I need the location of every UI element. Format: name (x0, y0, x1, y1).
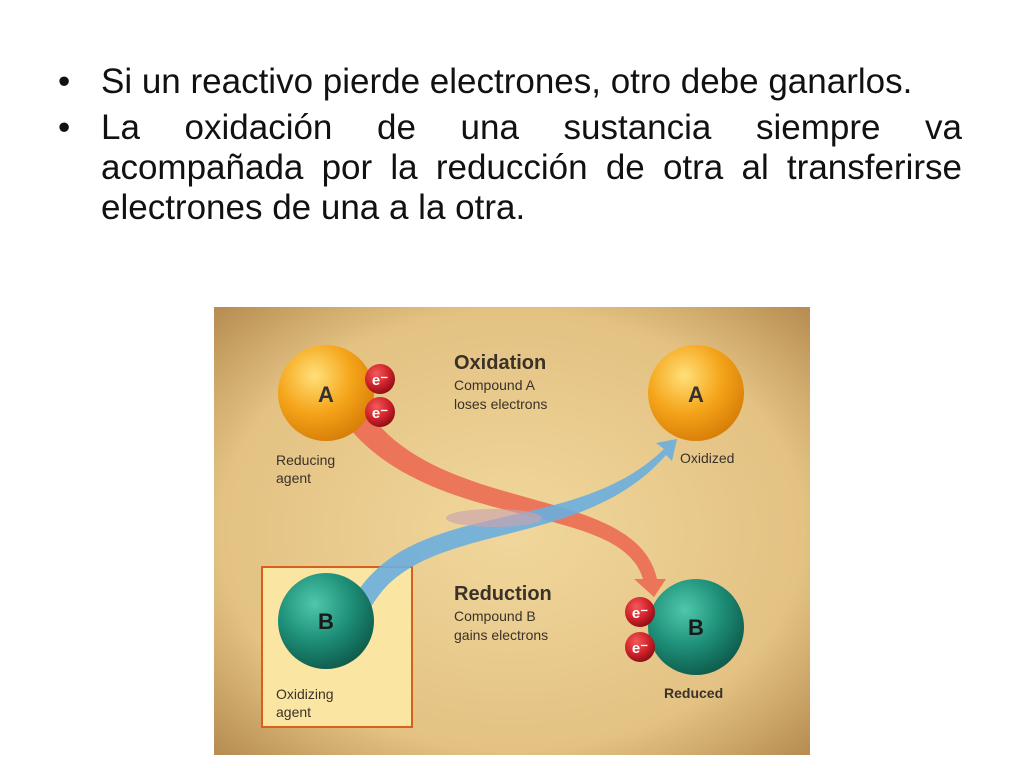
bullet-item-2: • La oxidación de una sustancia siempre … (58, 108, 962, 228)
electron-icon (365, 364, 395, 394)
bullet-text-2: La oxidación de una sustancia siempre va… (101, 108, 962, 227)
oxidation-description-line1: Compound A (454, 377, 536, 393)
compound-a-reducing-sphere (278, 345, 374, 441)
redox-diagram-svg: A e⁻ e⁻ Reducing agent Oxidation Compoun… (214, 307, 810, 755)
oxidation-title: Oxidation (454, 352, 546, 374)
electron-icon (625, 597, 655, 627)
reduced-label: Reduced (664, 685, 723, 701)
reduction-title: Reduction (454, 583, 552, 605)
compound-a-oxidized-letter: A (688, 382, 704, 407)
compound-b-letter: B (318, 609, 334, 634)
bullet-marker: • (58, 108, 71, 147)
bullet-list: • Si un reactivo pierde electrones, otro… (58, 62, 962, 234)
bullet-item-1: • Si un reactivo pierde electrones, otro… (58, 62, 962, 102)
compound-b-reduced-letter: B (688, 615, 704, 640)
arrow-crossing-overlap (446, 509, 542, 527)
compound-b-reduced-sphere (648, 579, 744, 675)
electron-label: e⁻ (632, 605, 648, 622)
oxidized-label: Oxidized (680, 450, 734, 466)
oxidation-description-line2: loses electrons (454, 396, 547, 412)
electron-label: e⁻ (372, 405, 388, 422)
bullet-marker: • (58, 62, 71, 101)
compound-b-oxidizing-sphere (278, 573, 374, 669)
electron-label: e⁻ (372, 372, 388, 389)
electron-icon (365, 397, 395, 427)
bullet-text-1: Si un reactivo pierde electrones, otro d… (101, 62, 913, 101)
electron-icon (625, 632, 655, 662)
electron-label: e⁻ (632, 640, 648, 657)
reduction-description-line2: gains electrons (454, 627, 548, 643)
reducing-agent-label-line1: Reducing (276, 452, 335, 468)
oxidation-electron-arrow (334, 387, 666, 597)
compound-a-oxidized-sphere (648, 345, 744, 441)
reducing-agent-label-line2: agent (276, 470, 311, 486)
redox-diagram: A e⁻ e⁻ Reducing agent Oxidation Compoun… (214, 307, 810, 755)
reduction-description-line1: Compound B (454, 608, 536, 624)
oxidizing-agent-label-line1: Oxidizing (276, 686, 334, 702)
compound-a-letter: A (318, 382, 334, 407)
oxidizing-agent-label-line2: agent (276, 704, 311, 720)
